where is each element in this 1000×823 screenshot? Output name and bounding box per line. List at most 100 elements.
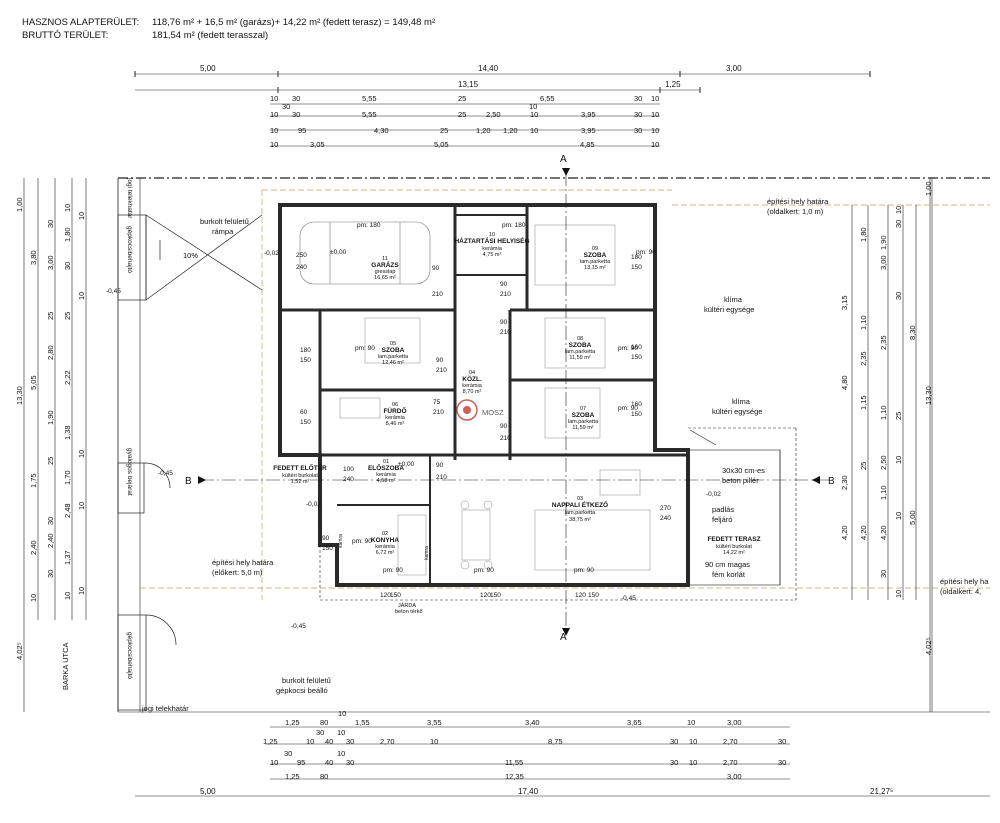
- net-area-value: 118,76 m² + 16,5 m² (garázs)+ 14,22 m² (…: [152, 17, 436, 28]
- dim-label: 10: [77, 292, 86, 300]
- dim-label: 10: [651, 94, 659, 103]
- dim-label: 25: [458, 94, 466, 103]
- dim-label: 4,02⁵: [15, 642, 24, 660]
- dim-label: 25: [859, 462, 868, 470]
- bottom-dim-row4: 1,25 80 12,35 3,00: [285, 772, 742, 781]
- room-floor: lam.parketta: [565, 510, 596, 516]
- dim-label: 30: [46, 570, 55, 578]
- dim-label: 3,00: [879, 255, 888, 270]
- room-name: ELŐSZOBA: [368, 463, 404, 472]
- dim-label: 3,65: [627, 718, 642, 727]
- dim-label: 3,95: [581, 110, 596, 119]
- dim-label: 10: [270, 94, 278, 103]
- room-04: 04 KÖZL. kerámia 8,70 m²: [462, 370, 483, 395]
- dim-label: 2,40: [29, 540, 38, 555]
- window-mark: pm: 180: [357, 222, 381, 229]
- dim-label: 10: [687, 718, 695, 727]
- room-area: 1,52 m²: [291, 479, 310, 485]
- section-markers: [198, 168, 820, 636]
- section-lines: [200, 172, 830, 630]
- dim-label: 1,00: [15, 197, 24, 212]
- build-lines: [140, 189, 990, 600]
- room-area: 4,58 m²: [377, 478, 396, 484]
- dim-label: 25: [46, 312, 55, 320]
- room-number: 09: [592, 246, 598, 252]
- dim-label: 1,10: [879, 485, 888, 500]
- dim-label: 10: [77, 587, 86, 595]
- room-02: 02 KONYHA kerámia 6,72 m²: [371, 531, 399, 556]
- window-mark: pm: 90: [574, 567, 594, 574]
- pedestrian-gate: [117, 462, 171, 514]
- dim-label: 4,30: [374, 126, 389, 135]
- dim-label: 10: [270, 110, 278, 119]
- window-mark: pm: 90: [474, 567, 494, 574]
- level-mark: -0,45: [158, 470, 173, 477]
- dim-label: 17,40: [518, 787, 539, 796]
- dim-label: 30: [46, 517, 55, 525]
- opening-dim: 250: [296, 252, 307, 259]
- slope-note: 10%: [183, 251, 198, 260]
- dim-label: 2,22: [63, 370, 72, 385]
- opening-dim: 120: [380, 592, 391, 599]
- sidewalk-note: JÁRDA: [398, 602, 416, 609]
- dim-label: 1,75: [29, 473, 38, 488]
- dim-label: 10: [63, 204, 72, 212]
- level-mark: -0,45: [291, 623, 306, 630]
- room-floor: kerámia: [462, 383, 483, 389]
- dim-label: 30: [894, 292, 903, 300]
- room-name: KONYHA: [371, 537, 399, 544]
- dim-label: 21,27⁵: [870, 787, 893, 796]
- dim-label: 3,95: [581, 126, 596, 135]
- room-utility: 10 HÁZTARTÁSI HELYISÉG kerámia 4,75 m²: [454, 232, 529, 258]
- section-b-left: B: [185, 476, 192, 487]
- dim-label: 10: [894, 590, 903, 598]
- dim-label: 14,40: [478, 64, 499, 73]
- right-dims-col2: 8,30 5,00: [908, 325, 917, 525]
- dim-label: 30: [778, 758, 786, 767]
- room-number: 07: [580, 406, 586, 412]
- dim-label: 10: [529, 102, 537, 111]
- climate-unit-note: kültéri egysége: [704, 305, 754, 314]
- build-line-side-right-note: építési hely ha: [940, 577, 989, 586]
- dim-label: 4,02⁵: [924, 637, 933, 655]
- room-labels: 11 GARÁZS gresslap 16,65 m² 10 HÁZTARTÁS…: [273, 232, 760, 556]
- room-number: 03: [577, 496, 583, 502]
- dim-label: 10: [306, 737, 314, 746]
- opening-dim: 210: [432, 291, 443, 298]
- top-dim-row5: 10 95 4,30 25 1,20 1,20 10 3,95 30 10: [270, 126, 659, 135]
- terrace-outline: [319, 427, 797, 601]
- legal-boundary-note: jogi telekhatár: [141, 704, 189, 713]
- dim-label: 3,80: [29, 250, 38, 265]
- dim-label: 30: [292, 110, 300, 119]
- room-floor: lam.parketta: [580, 259, 611, 265]
- top-dim-row6: 10 3,05 5,05 4,85 10: [270, 140, 659, 149]
- room-number: 11: [382, 256, 388, 262]
- room-name: HÁZTARTÁSI HELYISÉG: [454, 236, 529, 245]
- opening-dim: 240: [296, 264, 307, 271]
- dim-label: 5,00: [908, 510, 917, 525]
- dim-label: 1,90: [46, 410, 55, 425]
- top-dimensions: [134, 71, 871, 147]
- furniture: [339, 224, 651, 576]
- room-floor: kültéri burkolat: [716, 544, 752, 550]
- room-name: FEDETT ELŐTÉR: [273, 463, 327, 472]
- dim-label: 10: [651, 140, 659, 149]
- room-floor: lam.parketta: [565, 349, 596, 355]
- car-gate-top: [117, 214, 263, 301]
- dim-label: 40: [325, 737, 333, 746]
- pillar-note: beton pillér: [722, 476, 759, 485]
- attic-note: feljáró: [712, 515, 732, 524]
- dim-label: 10: [63, 592, 72, 600]
- right-dims-col6: 10 30 30 25 10 10 10: [894, 206, 903, 598]
- car-entry-label: gépkocsibehajtó: [126, 632, 133, 679]
- dim-label: 30: [670, 758, 678, 767]
- bottom-dim-row2: 30 10 1,25 10 40 30 2,70 10 8,75 30 10 2…: [263, 728, 786, 746]
- dim-label: 25: [440, 126, 448, 135]
- opening-dim: 60: [300, 409, 308, 416]
- dim-label: 8,30: [908, 325, 917, 340]
- dim-label: 5,00: [200, 787, 216, 796]
- dim-label: 2,70: [380, 737, 395, 746]
- dim-label: 2,80: [46, 345, 55, 360]
- dim-label: 10: [530, 110, 538, 119]
